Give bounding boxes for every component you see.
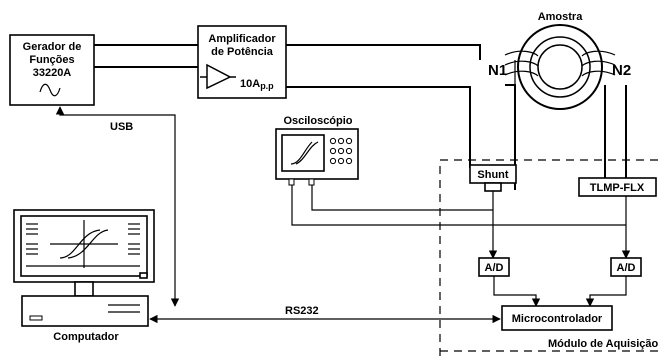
amplifier-current-main: 10A	[240, 78, 260, 90]
tlmp-label: TLMP-FLX	[590, 182, 645, 194]
acquisition-module-label: Módulo de Aquisição	[548, 338, 658, 350]
scope-probe-ch2	[311, 185, 493, 211]
amplifier-current-sub: p.p	[260, 81, 274, 91]
sample-label: Amostra	[538, 11, 584, 23]
acquisition-module-boundary	[439, 159, 663, 356]
n1-return-wire	[505, 84, 516, 95]
oscilloscope: Osciloscópio	[275, 115, 359, 186]
amplifier-current: 10Ap.p	[240, 78, 274, 91]
oscilloscope-label: Osciloscópio	[283, 115, 352, 127]
n1-label: N1	[488, 62, 507, 79]
shunt: Shunt	[469, 164, 517, 192]
winding-n2	[581, 50, 616, 77]
ad-right-label: A/D	[617, 262, 636, 274]
winding-n1	[504, 50, 539, 95]
n2-label: N2	[612, 62, 631, 79]
ad-left-micro-line	[493, 276, 541, 307]
ad-left-label: A/D	[485, 262, 504, 274]
power-amplifier-label-line2: de Potência	[211, 46, 274, 58]
power-amplifier-label-line1: Amplificador	[208, 33, 276, 45]
ad-right-micro-line	[585, 276, 627, 307]
shunt-label: Shunt	[477, 169, 508, 181]
function-generator-label-line1: Gerador de	[23, 41, 82, 53]
microcontroller: Microcontrolador	[501, 305, 613, 331]
computer: Computador	[13, 209, 155, 343]
usb-link	[55, 106, 180, 307]
function-generator-label-line3: 33220A	[33, 67, 72, 79]
amplifier-shunt-wire	[286, 86, 471, 168]
ad-converter-right: A/D	[610, 257, 642, 277]
sample-toroid: Amostra N1 N2	[488, 11, 631, 110]
usb-label: USB	[110, 121, 133, 133]
scope-probe-ch1	[291, 185, 626, 226]
amplifier-n1-wire-top	[286, 44, 481, 60]
tlmp-flx: TLMP-FLX	[578, 177, 657, 197]
rs232-label: RS232	[285, 305, 319, 317]
microcontroller-label: Microcontrolador	[512, 313, 603, 325]
function-generator-label-line2: Funções	[29, 54, 74, 66]
sine-wave-icon	[39, 83, 61, 97]
power-amplifier: Amplificador de Potência 10Ap.p	[197, 25, 287, 99]
ad-converter-left: A/D	[478, 257, 510, 277]
function-generator: Gerador de Funções 33220A	[9, 34, 95, 106]
oscilloscope-hysteresis-icon	[290, 141, 319, 165]
computer-label: Computador	[53, 331, 119, 343]
